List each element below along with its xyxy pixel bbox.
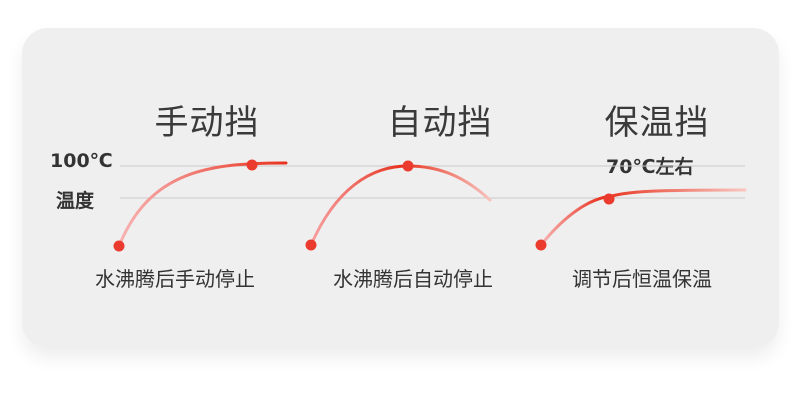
curve-manual-start-dot [113, 240, 125, 252]
mode-description-auto: 水沸腾后自动停止 [333, 267, 493, 291]
keep-warm-temp-annotation: 70℃左右 [606, 156, 694, 178]
curve-keep-warm-hold-dot [603, 193, 615, 205]
curve-keep-warm-start-dot [535, 239, 547, 251]
mode-description-manual: 水沸腾后手动停止 [95, 267, 255, 291]
curve-auto-start-dot [305, 239, 317, 251]
axis-label-temperature: 温度 [56, 190, 95, 212]
curve-manual [117, 161, 288, 248]
axis-label-100c: 100℃ [50, 150, 113, 172]
curve-manual-boil-dot [246, 159, 258, 171]
curve-auto [309, 164, 492, 247]
modes-card [22, 28, 779, 348]
curve-auto-peak-dot [402, 160, 414, 172]
mode-title-keep-warm: 保温挡 [604, 103, 710, 143]
mode-title-manual: 手动挡 [154, 103, 260, 143]
mode-title-auto: 自动挡 [387, 103, 493, 143]
mode-description-keep-warm: 调节后恒温保温 [572, 267, 712, 291]
